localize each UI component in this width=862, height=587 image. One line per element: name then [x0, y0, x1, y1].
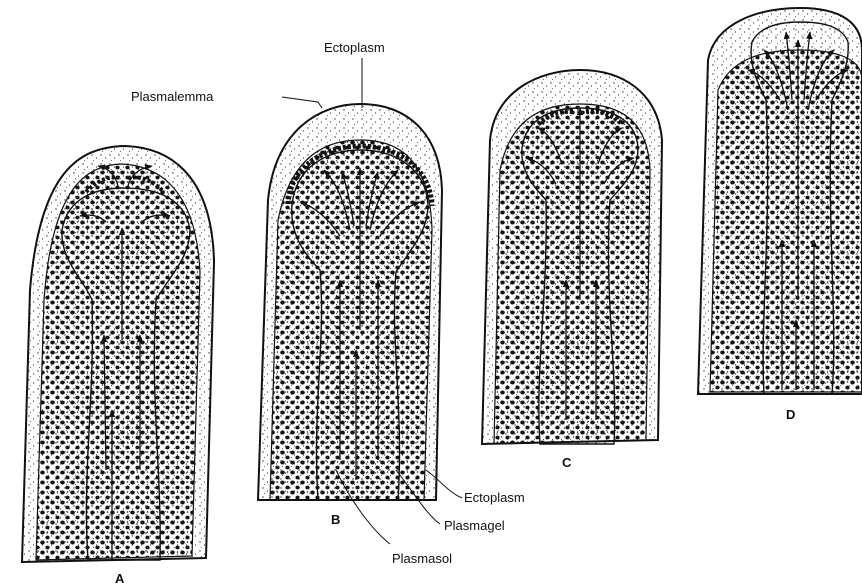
- label-plasmalemma: Plasmalemma: [131, 89, 214, 104]
- label-ectoplasm-top: Ectoplasm: [324, 40, 385, 55]
- panel-letter-a: A: [115, 571, 125, 586]
- panel-letter-b: B: [331, 512, 340, 527]
- label-plasmagel: Plasmagel: [444, 518, 505, 533]
- label-ectoplasm-side: Ectoplasm: [464, 490, 525, 505]
- panel-b: [258, 104, 442, 500]
- panel-d: [698, 8, 862, 394]
- panel-a: [22, 146, 214, 562]
- panel-letter-c: C: [562, 455, 572, 470]
- label-plasmasol: Plasmasol: [392, 551, 452, 566]
- panel-c: [482, 70, 662, 444]
- leader-plasmalemma: [282, 97, 322, 108]
- panel-letter-d: D: [786, 407, 795, 422]
